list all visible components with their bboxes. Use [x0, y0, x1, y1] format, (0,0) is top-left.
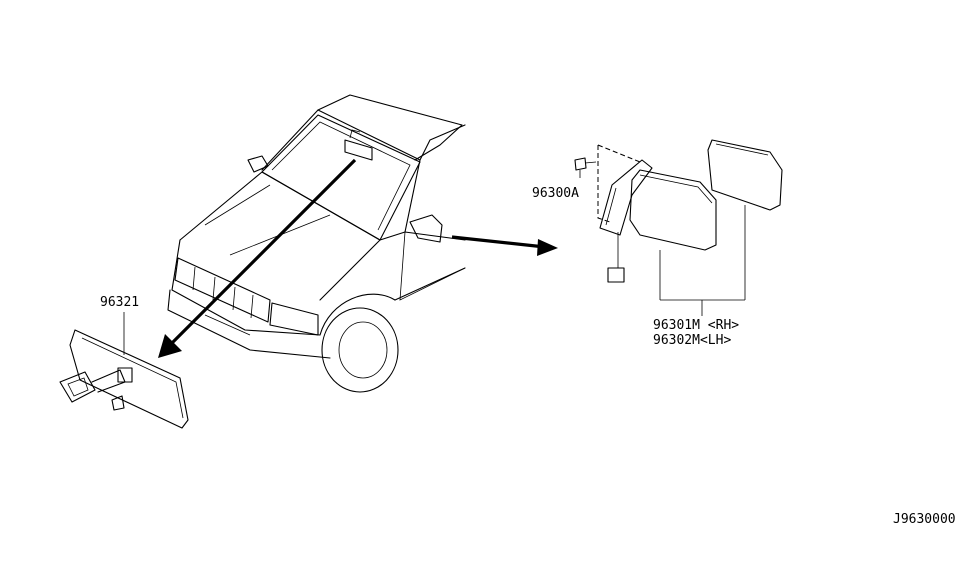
inside-mirror-drawing: [59, 312, 189, 429]
vehicle-drawing: [167, 94, 466, 393]
part-number-inside-mirror: 96321: [100, 295, 140, 310]
part-number-door-mirror-lh: 96302M<LH>: [653, 333, 732, 348]
part-number-screw: 96300A: [532, 186, 579, 201]
diagram-code: J9630000: [893, 512, 956, 527]
door-mirror-drawing: [574, 139, 783, 316]
arrow-to-inside-mirror: [158, 158, 357, 358]
arrow-to-door-mirror: [451, 235, 558, 256]
part-number-door-mirror-rh: 96301M <RH>: [653, 318, 740, 333]
